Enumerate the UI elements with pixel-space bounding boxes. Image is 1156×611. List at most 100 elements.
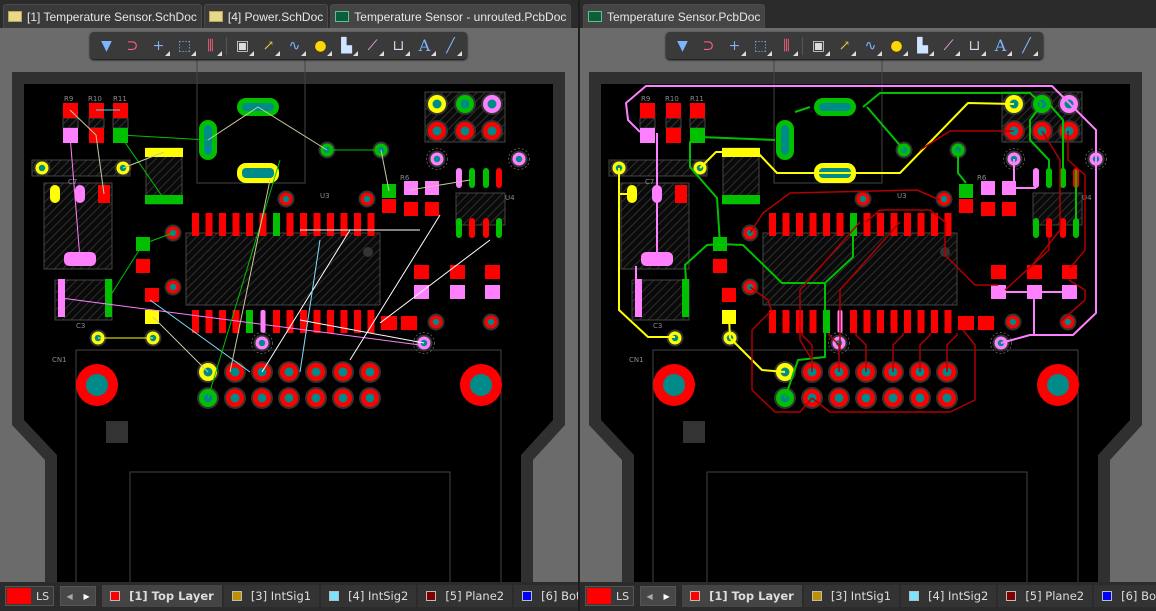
selection-rect-icon: ⬚ xyxy=(753,37,768,54)
diff-pair-button[interactable]: ∿ xyxy=(282,35,307,57)
tab-routed-pcbdoc[interactable]: Temperature Sensor.PcbDoc xyxy=(583,4,766,28)
pad-button[interactable]: ⟋ xyxy=(360,35,385,57)
via-button[interactable]: ● xyxy=(884,35,909,57)
cn1-inner-outline xyxy=(129,471,451,582)
scroll-left-button[interactable]: ◀ xyxy=(66,591,73,601)
layer-tab-label: [1] Top Layer xyxy=(129,589,214,603)
route-button[interactable]: ↗ xyxy=(832,35,857,57)
via-hole xyxy=(433,155,441,163)
pad-button[interactable]: ⟋ xyxy=(936,35,961,57)
u3-pin xyxy=(205,213,213,236)
layer-tab[interactable]: [3] IntSig1 xyxy=(803,585,900,607)
dropdown-indicator xyxy=(1007,50,1012,56)
layer-color-swatch xyxy=(426,591,437,601)
dropdown-indicator xyxy=(457,50,462,56)
u3-pin xyxy=(219,213,226,236)
dimension-button[interactable]: ⊔ xyxy=(962,35,987,57)
via-hole xyxy=(487,126,497,136)
fill-button[interactable]: ▙ xyxy=(334,35,359,57)
scroll-right-button[interactable]: ▶ xyxy=(83,591,90,601)
selection-rect-button[interactable]: ⬚ xyxy=(172,35,197,57)
scroll-left-button[interactable]: ◀ xyxy=(646,591,653,601)
via-hole xyxy=(834,393,844,403)
diff-pair-button[interactable]: ∿ xyxy=(858,35,883,57)
filter-button[interactable]: ▼ xyxy=(670,35,695,57)
layer-tab[interactable]: [4] IntSig2 xyxy=(901,585,997,607)
ratsnest-line xyxy=(119,134,165,200)
toolbar-separator xyxy=(802,36,803,55)
layer-color-swatch xyxy=(110,591,121,601)
layer-tab[interactable]: [4] IntSig2 xyxy=(321,585,417,607)
layer-set-button[interactable]: LS xyxy=(5,586,55,606)
ratsnest-line xyxy=(299,319,425,344)
layer-tab[interactable]: [1] Top Layer xyxy=(102,585,222,607)
smd-pad xyxy=(713,259,727,273)
align-button[interactable]: ⫼ xyxy=(774,35,799,57)
u3-pin xyxy=(259,213,267,236)
text-button[interactable]: A xyxy=(988,35,1013,57)
route-button[interactable]: ↗ xyxy=(256,35,281,57)
u3-pin xyxy=(205,310,213,333)
smd-pad xyxy=(690,103,705,118)
tab-unrouted-pcbdoc[interactable]: Temperature Sensor - unrouted.PcbDoc xyxy=(330,4,572,28)
smd-pad xyxy=(1002,202,1016,216)
pcb-doc-icon xyxy=(335,11,350,22)
layer-color-swatch xyxy=(231,591,242,601)
dropdown-indicator xyxy=(851,50,856,56)
panel-divider[interactable] xyxy=(578,0,580,611)
interactive-select-button[interactable]: ⊃ xyxy=(696,35,721,57)
text-button[interactable]: A xyxy=(412,35,437,57)
tab-label: Temperature Sensor - unrouted.PcbDoc xyxy=(354,9,567,24)
route-icon: ↗ xyxy=(838,37,851,54)
layer-tab[interactable]: [1] Top Layer xyxy=(682,585,802,607)
fiducial xyxy=(106,421,128,443)
component-icon: ▣ xyxy=(811,37,826,54)
designator-c3: C3 xyxy=(76,322,85,330)
smd-pad-rounded xyxy=(50,185,60,203)
via-button[interactable]: ● xyxy=(308,35,333,57)
cross-probe-button[interactable]: + xyxy=(146,35,171,57)
dimension-button[interactable]: ⊔ xyxy=(386,35,411,57)
left-document-tabs: [1] Temperature Sensor.SchDoc [4] Power.… xyxy=(0,0,578,28)
layer-tab[interactable]: [3] IntSig1 xyxy=(223,585,320,607)
u3-pin xyxy=(917,310,925,333)
u3-pin xyxy=(782,213,790,236)
u3-pin xyxy=(286,213,294,236)
selection-rect-button[interactable]: ⬚ xyxy=(748,35,773,57)
via-hole xyxy=(432,318,440,326)
layer-tab-label: [1] Top Layer xyxy=(709,589,794,603)
component-button[interactable]: ▣ xyxy=(806,35,831,57)
scroll-right-button[interactable]: ▶ xyxy=(663,591,670,601)
tab-temperature-sensor-schdoc[interactable]: [1] Temperature Sensor.SchDoc xyxy=(3,4,202,28)
line-button[interactable]: ╱ xyxy=(438,35,463,57)
component-button[interactable]: ▣ xyxy=(230,35,255,57)
ratsnest-line xyxy=(152,316,209,373)
layer-tab[interactable]: [6] Bottom Layer xyxy=(1094,585,1156,607)
cross-probe-button[interactable]: + xyxy=(722,35,747,57)
layer-set-button[interactable]: LS xyxy=(585,586,635,606)
smd-pad xyxy=(640,128,655,143)
dropdown-indicator xyxy=(353,50,358,56)
line-button[interactable]: ╱ xyxy=(1014,35,1039,57)
tab-power-schdoc[interactable]: [4] Power.SchDoc xyxy=(203,4,329,28)
fiducial xyxy=(683,421,705,443)
layer-tab[interactable]: [5] Plane2 xyxy=(418,585,513,607)
smd-pad xyxy=(666,128,681,143)
trace xyxy=(801,333,813,372)
interactive-select-button[interactable]: ⊃ xyxy=(120,35,145,57)
smd-pad xyxy=(959,199,973,213)
layer-tab[interactable]: [5] Plane2 xyxy=(998,585,1093,607)
u3-pin xyxy=(232,213,240,236)
tab-label: Temperature Sensor.PcbDoc xyxy=(607,9,761,24)
u3-pin xyxy=(300,310,307,333)
filter-button[interactable]: ▼ xyxy=(94,35,119,57)
layer-tab[interactable]: [6] Bottom Layer xyxy=(514,585,578,607)
ratsnest-line xyxy=(409,179,471,191)
via-hole xyxy=(230,367,240,377)
fill-button[interactable]: ▙ xyxy=(910,35,935,57)
via-icon: ● xyxy=(890,37,903,54)
align-button[interactable]: ⫼ xyxy=(198,35,223,57)
